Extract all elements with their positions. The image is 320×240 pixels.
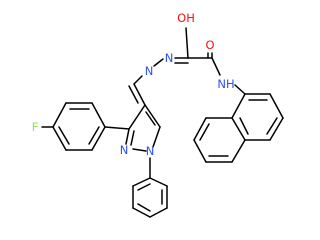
bond (130, 130, 135, 146)
bond (104, 126, 130, 130)
bond (132, 148, 147, 152)
atom-label-oh: OH (177, 11, 195, 25)
bond (132, 177, 151, 187)
bond (239, 117, 249, 135)
bond (185, 27, 189, 59)
bond (211, 57, 221, 76)
bond (152, 126, 161, 148)
bond (128, 104, 146, 130)
bond (269, 93, 284, 119)
bond (145, 111, 156, 126)
atom-label-o: O (205, 38, 214, 52)
bond (231, 117, 246, 141)
bond (133, 83, 146, 106)
bond (137, 183, 151, 191)
bond (52, 102, 67, 128)
atom-label-n-pyrazole-1: N (146, 144, 155, 158)
bond (58, 126, 70, 145)
bond (125, 128, 130, 145)
bond (128, 85, 139, 104)
bond (193, 139, 207, 163)
atom-label-n-hydrazone-1: N (145, 64, 154, 78)
bond (269, 117, 284, 141)
bond (149, 177, 168, 187)
atom-label-n-hydrazone-2: N (165, 51, 174, 65)
bond (193, 117, 207, 141)
bond (137, 203, 151, 212)
atom-label-n-pyrazole-2: N (120, 143, 129, 157)
bond (231, 93, 246, 119)
bond (132, 207, 151, 218)
molecule-structure-drawing: F OH O NH N N N N (32, 11, 284, 218)
bond (153, 58, 164, 67)
bond (91, 126, 106, 151)
bond (199, 123, 210, 141)
atom-label-nh: NH (217, 77, 234, 91)
bond (88, 126, 100, 145)
bond (149, 207, 168, 218)
bond-lines (41, 27, 284, 218)
bond (231, 139, 246, 163)
atom-label-f: F (32, 120, 39, 134)
bond (133, 75, 143, 85)
bond (234, 84, 246, 95)
bond (144, 104, 161, 128)
bond (91, 102, 106, 128)
bond (266, 117, 278, 135)
atom-labels: F OH O NH N N N N (32, 11, 235, 158)
bond (52, 126, 67, 151)
